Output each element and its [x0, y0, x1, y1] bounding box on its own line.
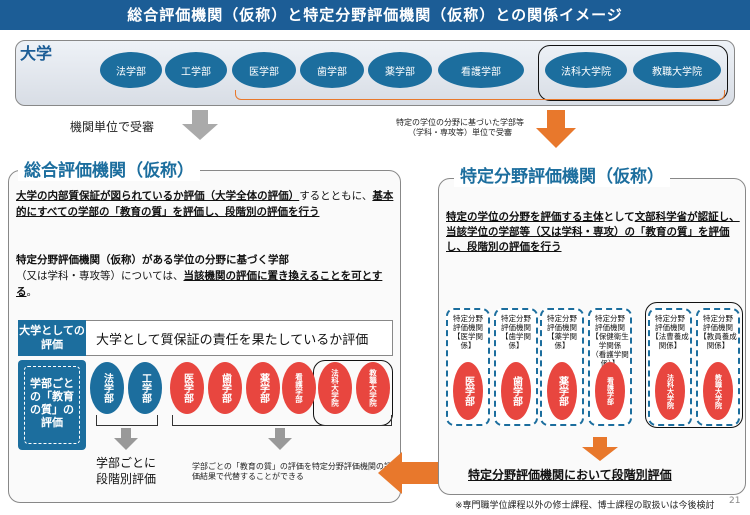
agency-faculty-oval: 医学部 [453, 362, 483, 420]
university-eval-text: 大学として質保証の責任を果たしているか評価 [96, 333, 369, 348]
university-faculty-oval: 法学部 [100, 52, 162, 88]
orange-small-down-arrow-icon [582, 437, 618, 461]
substitute-result-text: 学部ごとの「教育の質」の評価を特定分野評価機関の評価結果で代替することができる [192, 462, 392, 481]
comprehensive-agency-title: 総合評価機関（仮称） [18, 156, 200, 181]
red-faculty-oval: 薬学部 [246, 362, 280, 414]
subject-text: 特定の学位の分野を評価する主体 [446, 211, 604, 223]
agency-faculty-oval: 歯学部 [501, 362, 531, 420]
blue-faculty-oval: 工学部 [128, 362, 162, 414]
orange-down-arrow-icon [536, 110, 576, 148]
right-faculty-bracket-line [172, 415, 392, 426]
blue-faculty-oval: 法学部 [90, 362, 124, 414]
small-gray-arrow-icon [114, 428, 138, 450]
red-faculty-oval: 看護学部 [282, 362, 316, 414]
university-faculty-oval: 看護学部 [438, 52, 524, 88]
page-banner-title: 総合評価機関（仮称）と特定分野評価機関（仮称）との関係イメージ [0, 0, 750, 30]
agency-label: 特定分野 評価機関 【薬学関係】 [547, 314, 577, 350]
specialized-agency-box: 特定分野 評価機関 【保健衛生学関係 （看護学関係）】看護学部 [588, 308, 632, 426]
department-eval-label: 学部ごとの「教育の質」の評価 [24, 366, 80, 444]
right-professional-bracket [645, 302, 743, 428]
university-faculty-oval: 薬学部 [368, 52, 432, 88]
red-faculty-oval: 歯学部 [208, 362, 242, 414]
university-eval-label: 大学としての評価 [18, 320, 86, 356]
agency-label: 特定分野 評価機関 【教員養成 関係】 [699, 314, 737, 350]
page-number: 21 [729, 496, 741, 506]
university-faculty-oval: 医学部 [232, 52, 296, 88]
all-faculty-eval-text: 基本的にすべての学部の「教育の質」を評価し、段階別の評価を行う [16, 190, 394, 218]
university-faculty-oval: 法科大学院 [545, 52, 627, 88]
institution-unit-label: 機関単位で受審 [70, 120, 155, 134]
specialized-agency-title: 特定分野評価機関（仮称） [454, 162, 670, 187]
field-unit-label: 特定の学位の分野に基づいた学部等 （学科・専攻等）単位で受審 [396, 118, 524, 137]
small-gray-arrow-icon [268, 428, 292, 450]
substitution-description: 特定分野評価機関（仮称）がある学位の分野に基づく学部 （又は学科・専攻等）につい… [16, 252, 394, 300]
agency-faculty-oval: 看護学部 [595, 362, 625, 420]
agency-label: 特定分野 評価機関 【医学関係】 [453, 314, 483, 350]
comprehensive-agency-description: 大学の内部質保証が図られているか評価（大学全体の評価）するとともに、基本的にすべ… [16, 188, 394, 220]
mext-certification-text: 文部科学省が認証し、当該学位の学部等（又は学科・専攻）の「教育の質」を評価し、段… [446, 211, 740, 253]
left-faculty-bracket-line [96, 415, 158, 426]
specialized-agency-box: 特定分野 評価機関 【教員養成 関係】教職大学院 [696, 308, 740, 426]
specific-field-text: 特定分野評価機関（仮称）がある学位の分野に基づく学部 [16, 254, 289, 266]
per-faculty-grading-text: 学部ごとに 段階別評価 [96, 456, 157, 486]
university-faculty-oval: 歯学部 [300, 52, 364, 88]
agency-faculty-oval: 法科大学院 [655, 362, 685, 420]
connector-text: として [603, 211, 635, 223]
department-text: （又は学科・専攻等）については、 [16, 270, 184, 282]
period-text: 。 [26, 286, 38, 298]
agency-label: 特定分野 評価機関 【法曹養成 関係】 [651, 314, 689, 350]
specialized-agency-box: 特定分野 評価機関 【法曹養成 関係】法科大学院 [648, 308, 692, 426]
specialized-agency-box: 特定分野 評価機関 【医学関係】医学部 [446, 308, 490, 426]
substitution-text: 当該機関の評価に置き換えることを可とする [16, 270, 383, 298]
agency-faculty-oval: 教職大学院 [703, 362, 733, 420]
university-faculty-oval: 工学部 [165, 52, 227, 88]
university-faculty-oval: 教職大学院 [633, 52, 721, 88]
specialized-grading-text: 特定分野評価機関において段階別評価 [468, 468, 672, 482]
specialized-agency-box: 特定分野 評価機関 【薬学関係】薬学部 [540, 308, 584, 426]
agency-label: 特定分野 評価機関 【保健衛生学関係 （看護学関係）】 [591, 314, 629, 368]
footnote: ※専門職学位課程以外の修士課程、博士課程の取扱いは今後検討 [455, 501, 715, 511]
connector-text: するとともに、 [299, 190, 373, 202]
agency-faculty-oval: 薬学部 [547, 362, 577, 420]
specialized-agency-description: 特定の学位の分野を評価する主体として文部科学省が認証し、当該学位の学部等（又は学… [446, 210, 742, 255]
specialized-faculties-line [235, 90, 725, 100]
red-faculty-oval: 医学部 [170, 362, 204, 414]
gray-down-arrow-icon [182, 110, 218, 140]
university-title: 大学 [20, 44, 53, 63]
professional-school-bracket [538, 45, 728, 101]
department-eval-box: 学部ごとの「教育の質」の評価 [18, 360, 86, 450]
specialized-agency-box: 特定分野 評価機関 【歯学関係】歯学部 [494, 308, 538, 426]
agency-label: 特定分野 評価機関 【歯学関係】 [501, 314, 531, 350]
internal-qa-text: 大学の内部質保証が図られているか評価（大学全体の評価） [16, 190, 300, 202]
red-faculty-oval: 法科大学院 [318, 362, 352, 414]
red-faculty-oval: 教職大学院 [356, 362, 390, 414]
